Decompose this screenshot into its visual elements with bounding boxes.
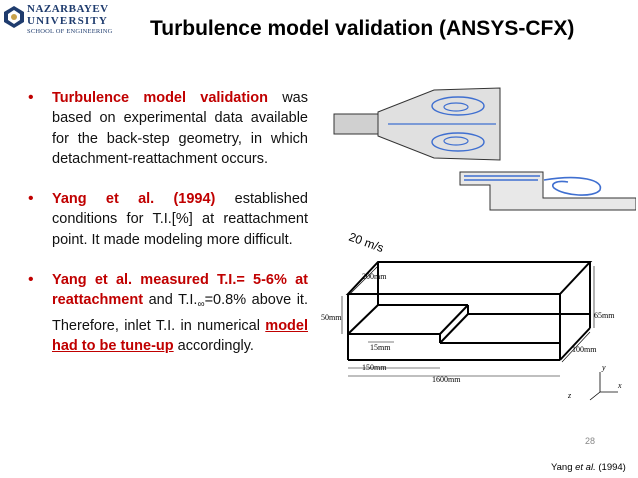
dim-label-100: 100mm (572, 345, 597, 354)
recirculation-bubble (543, 176, 602, 196)
vortex-upper-outer (431, 96, 485, 116)
bullet-1-lead: Turbulence model validation (52, 90, 268, 106)
bullet-3-lead: Yang et al. measured T.I.= 5-6% at reatt… (52, 272, 308, 309)
dim-line-100 (561, 331, 591, 363)
axis-x-label: x (617, 381, 622, 390)
citation-etal: et al. (575, 462, 596, 473)
slide-title: Turbulence model validation (ANSYS-CFX) (150, 17, 575, 40)
coordinate-axes (589, 372, 618, 401)
diffuser-figure (333, 87, 501, 161)
logo-line-2: UNIVERSITY (27, 15, 109, 27)
logo-emblem-icon (4, 6, 24, 28)
bullet-2-text: established conditions for T.I.[%] at re… (52, 191, 308, 248)
vortex-upper-inner (443, 102, 469, 112)
bullet-3-subscript: ∞ (197, 299, 205, 311)
dim-label-1600: 1600mm (432, 375, 461, 384)
back-step-wall (459, 171, 636, 211)
bullet-2-lead: Yang et al. (1994) (52, 191, 216, 208)
dim-label-200: 200mm (362, 272, 387, 281)
figures-area: 20 m/s 200mm 50mm 15mm 150mm 1600mm 100m… (321, 87, 636, 401)
diffuser-inlet-pipe (333, 113, 379, 135)
bullet-3-tail: accordingly. (173, 337, 254, 354)
channel-3d-diagram (345, 261, 593, 361)
figure-citation: Yang et al. (1994) (551, 462, 626, 473)
bullet-3-mid: and T.I. (143, 292, 198, 309)
dim-label-15: 15mm (370, 343, 391, 352)
logo-line-3: SCHOOL OF ENGINEERING (27, 28, 113, 35)
dim-label-50: 50mm (321, 313, 342, 322)
vortex-lower-outer (431, 132, 485, 152)
bullet-item-2: Yang et al. (1994) established condition… (28, 189, 308, 250)
dim-line-200 (347, 265, 379, 297)
logo-text: NAZARBAYEV UNIVERSITY SCHOOL OF ENGINEER… (27, 4, 113, 36)
bullet-item-1: Turbulence model validation was based on… (28, 88, 308, 169)
university-logo: NAZARBAYEV UNIVERSITY SCHOOL OF ENGINEER… (4, 4, 132, 38)
dimension-lines (341, 265, 595, 377)
axis-z-label: z (567, 391, 572, 400)
back-step-figure (459, 171, 636, 211)
step-bottom-line (439, 313, 469, 344)
bullet-1-text: was based on experimental data available… (52, 90, 308, 167)
axis-y-label: y (601, 363, 606, 372)
bullet-3-mid2: =0.8% above it. Therefore, inlet T.I. in… (52, 292, 308, 334)
dim-label-65: 65mm (594, 311, 615, 320)
page-number: 28 (585, 436, 596, 446)
axis-z-line (589, 391, 601, 401)
bullet-3-red2: model had to be tune-up (52, 317, 308, 354)
bullet-list: Turbulence model validation was based on… (28, 88, 308, 356)
bullet-item-3: Yang et al. measured T.I.= 5-6% at reatt… (28, 270, 308, 356)
citation-year: (1994) (595, 462, 626, 473)
vortex-lower-inner (443, 136, 469, 146)
step-top-left (347, 304, 379, 335)
citation-author: Yang (551, 462, 576, 473)
box-bottom-right-edge (559, 327, 591, 361)
dim-label-150: 150mm (362, 363, 387, 372)
logo-line-1: NAZARBAYEV (27, 3, 109, 15)
velocity-label: 20 m/s (347, 230, 386, 255)
step-face-top (439, 304, 469, 335)
